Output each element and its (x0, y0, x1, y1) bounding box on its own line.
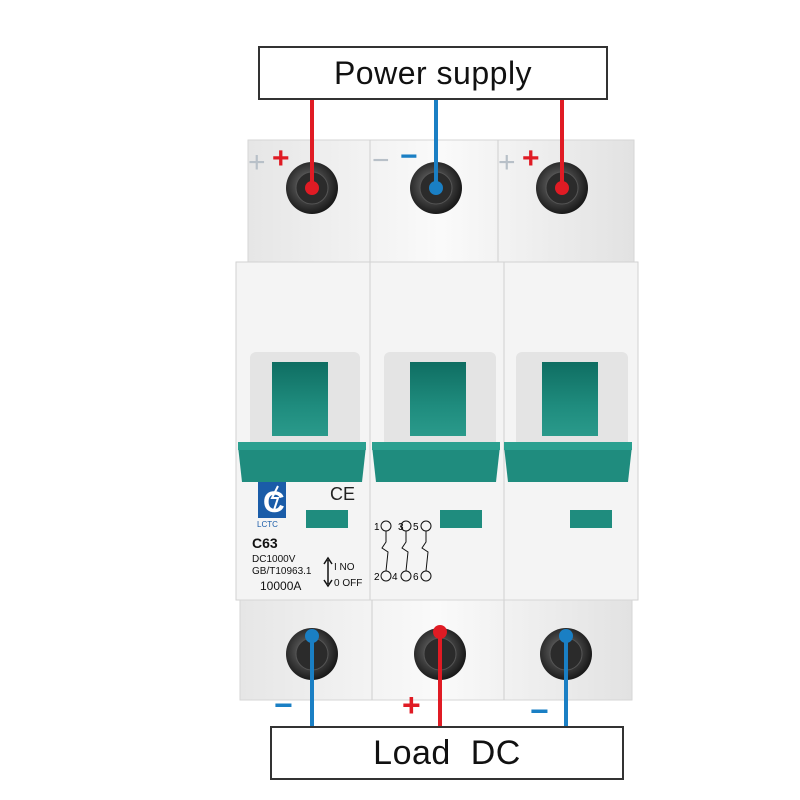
brand-text: LCTC (257, 520, 278, 529)
rating-text: C63 (252, 535, 278, 551)
top-polarity-3: + (522, 142, 540, 175)
ce-mark: CE (330, 484, 355, 504)
terminal-num-4: 4 (392, 572, 398, 583)
svg-text:−: − (372, 144, 390, 177)
terminal-num-5: 5 (413, 522, 419, 533)
power-supply-label: Power supply (258, 46, 608, 100)
status-window-3 (570, 510, 612, 528)
power-supply-text: Power supply (333, 54, 533, 91)
on-off-arrow-icon (323, 556, 333, 588)
handle-pole-2[interactable] (372, 352, 500, 482)
load-dc-label: Load DC (270, 726, 624, 780)
handle-pole-3[interactable] (504, 352, 632, 482)
top-polarity-2: − (400, 140, 418, 173)
top-polarity-1: + (272, 142, 290, 175)
lctc-logo: C LCTC (257, 482, 286, 529)
standard-text: GB/T10963.1 (252, 566, 312, 577)
terminal-num-6: 6 (413, 572, 419, 583)
bottom-polarity-3: − (530, 693, 549, 729)
bottom-wires (305, 625, 573, 726)
svg-text:C: C (263, 486, 285, 519)
top-wires (305, 96, 569, 195)
on-label: I NO (334, 562, 355, 573)
terminal-num-2: 2 (374, 572, 380, 583)
svg-text:+: + (498, 146, 516, 179)
wiring-diagram: 1 3 5 2 4 6 (374, 520, 432, 583)
handle-pole-1[interactable] (238, 352, 366, 482)
load-dc-text: Load DC (373, 733, 521, 772)
voltage-text: DC1000V (252, 554, 296, 565)
svg-text:+: + (248, 146, 266, 179)
status-window-1 (306, 510, 348, 528)
top-polarity-markers: + + − − + + (248, 140, 540, 179)
breaking-capacity-text: 10000A (260, 579, 301, 593)
terminal-num-1: 1 (374, 522, 380, 533)
status-window-2 (440, 510, 482, 528)
bottom-polarity-2: + (402, 687, 421, 723)
off-label: 0 OFF (334, 578, 362, 589)
bottom-polarity-1: − (274, 687, 293, 723)
bottom-polarity-markers: − + − (274, 687, 549, 729)
